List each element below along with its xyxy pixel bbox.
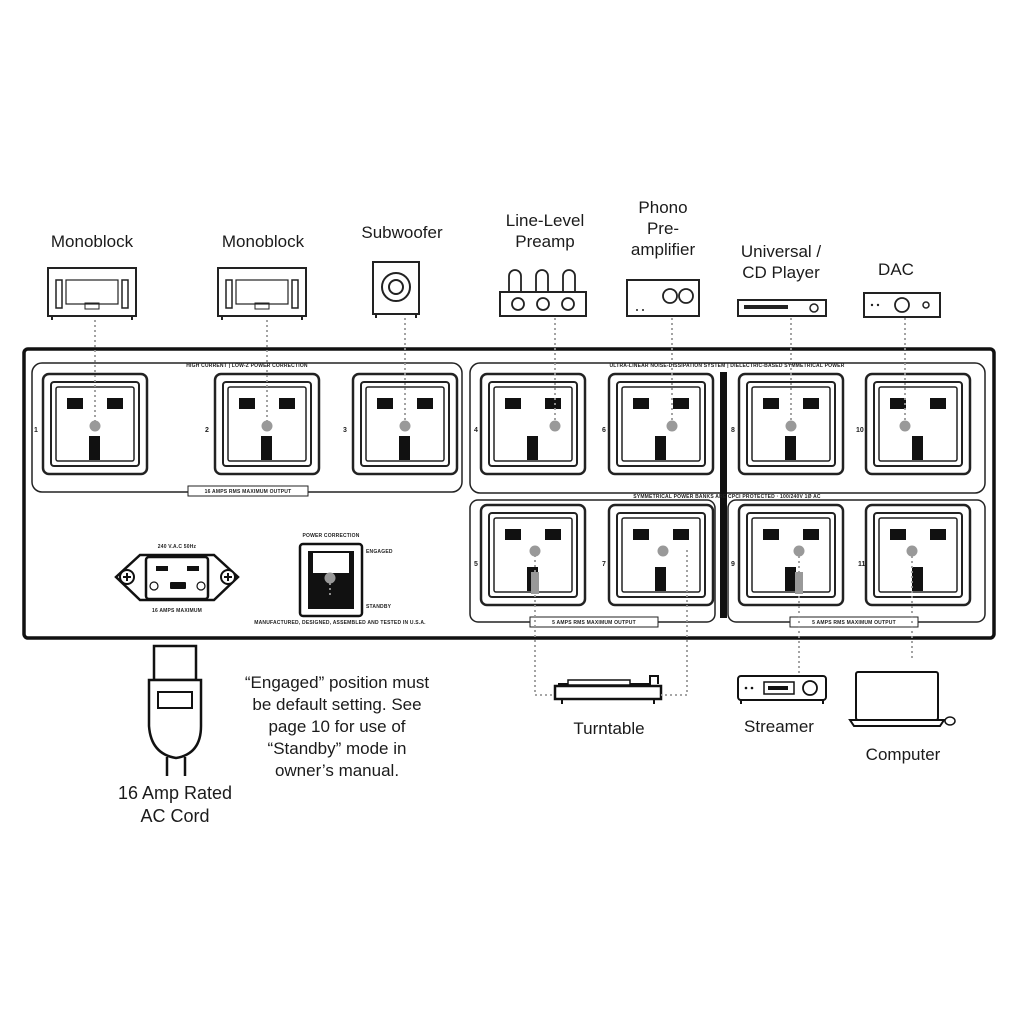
- manufacturer-label: MANUFACTURED, DESIGNED, ASSEMBLED AND TE…: [254, 620, 426, 626]
- outlet-number-6: 6: [602, 427, 606, 434]
- monoblock-1-icon: [47, 267, 137, 320]
- outlet-number-3: 3: [343, 427, 347, 434]
- turntable-label: Turntable: [573, 719, 645, 738]
- turntable-icon: [553, 675, 663, 704]
- right-bank-frame: [469, 362, 986, 494]
- outlet-10: [864, 372, 972, 476]
- monoblock-2-label: Monoblock: [221, 232, 305, 251]
- connection-dots: [89, 420, 918, 584]
- preamp-icon: [499, 269, 587, 317]
- outlet-number-11: 11: [858, 561, 866, 568]
- cd-player-icon: [737, 299, 827, 317]
- standby-label: STANDBY: [366, 604, 392, 610]
- engaged-note: “Engaged” position must be default setti…: [244, 673, 430, 780]
- preamp-label: Line-Level Preamp: [505, 211, 585, 251]
- outlet-number-8: 8: [731, 427, 735, 434]
- bank-b-output: 5 AMPS RMS MAXIMUM OUTPUT: [812, 620, 896, 626]
- outlet-number-10: 10: [856, 427, 864, 434]
- streamer-icon: [737, 675, 827, 704]
- inlet-max: 16 AMPS MAXIMUM: [152, 608, 202, 614]
- outlet-6: [607, 372, 715, 476]
- monoblock-2-icon: [217, 267, 307, 320]
- outlet-number-7: 7: [602, 561, 606, 568]
- outlet-11: [864, 503, 972, 607]
- power-correction-label: POWER CORRECTION: [302, 533, 359, 539]
- computer-label: Computer: [865, 745, 941, 764]
- right-bank-title: ULTRA-LINEAR NOISE-DISSIPATION SYSTEM | …: [610, 363, 845, 369]
- engaged-label: ENGAGED: [366, 549, 393, 555]
- ac-cord-label: 16 Amp Rated AC Cord: [117, 783, 233, 826]
- cd-player-label: Universal / CD Player: [740, 242, 822, 282]
- ac-cord-plug-icon: [147, 644, 203, 776]
- outlet-number-5: 5: [474, 561, 478, 568]
- outlet-number-2: 2: [205, 427, 209, 434]
- inlet-rating: 240 V.A.C 50Hz: [158, 544, 197, 550]
- subwoofer-label: Subwoofer: [361, 223, 443, 242]
- symmetrical-note: SYMMETRICAL POWER BANKS ARE CPCI PROTECT…: [633, 494, 821, 500]
- dac-icon: [863, 292, 941, 318]
- outlet-number-1: 1: [34, 427, 38, 434]
- phono-preamp-label: Phono Pre- amplifier: [630, 198, 696, 259]
- outlet-number-4: 4: [474, 427, 478, 434]
- connector-lines: [94, 318, 913, 696]
- subwoofer-icon: [372, 261, 420, 318]
- outlet-4: [479, 372, 587, 476]
- streamer-label: Streamer: [744, 717, 814, 736]
- computer-icon: [848, 671, 956, 727]
- dac-label: DAC: [878, 260, 914, 279]
- monoblock-1-label: Monoblock: [50, 232, 134, 251]
- phono-preamp-icon: [626, 279, 700, 317]
- ac-inlet: [114, 553, 240, 602]
- outlet-number-9: 9: [731, 561, 735, 568]
- left-bank-title: HIGH CURRENT | LOW-Z POWER CORRECTION: [186, 363, 308, 369]
- bank-a-output: 5 AMPS RMS MAXIMUM OUTPUT: [552, 620, 636, 626]
- left-bank-output: 16 AMPS RMS MAXIMUM OUTPUT: [205, 489, 292, 495]
- outlet-9: [737, 503, 845, 607]
